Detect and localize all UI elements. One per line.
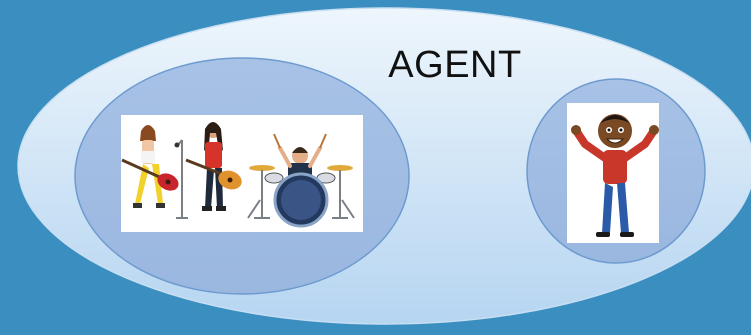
child-arms-raised-icon (567, 103, 659, 243)
music-band-icon (121, 115, 363, 232)
agent-title: AGENT (388, 44, 522, 86)
